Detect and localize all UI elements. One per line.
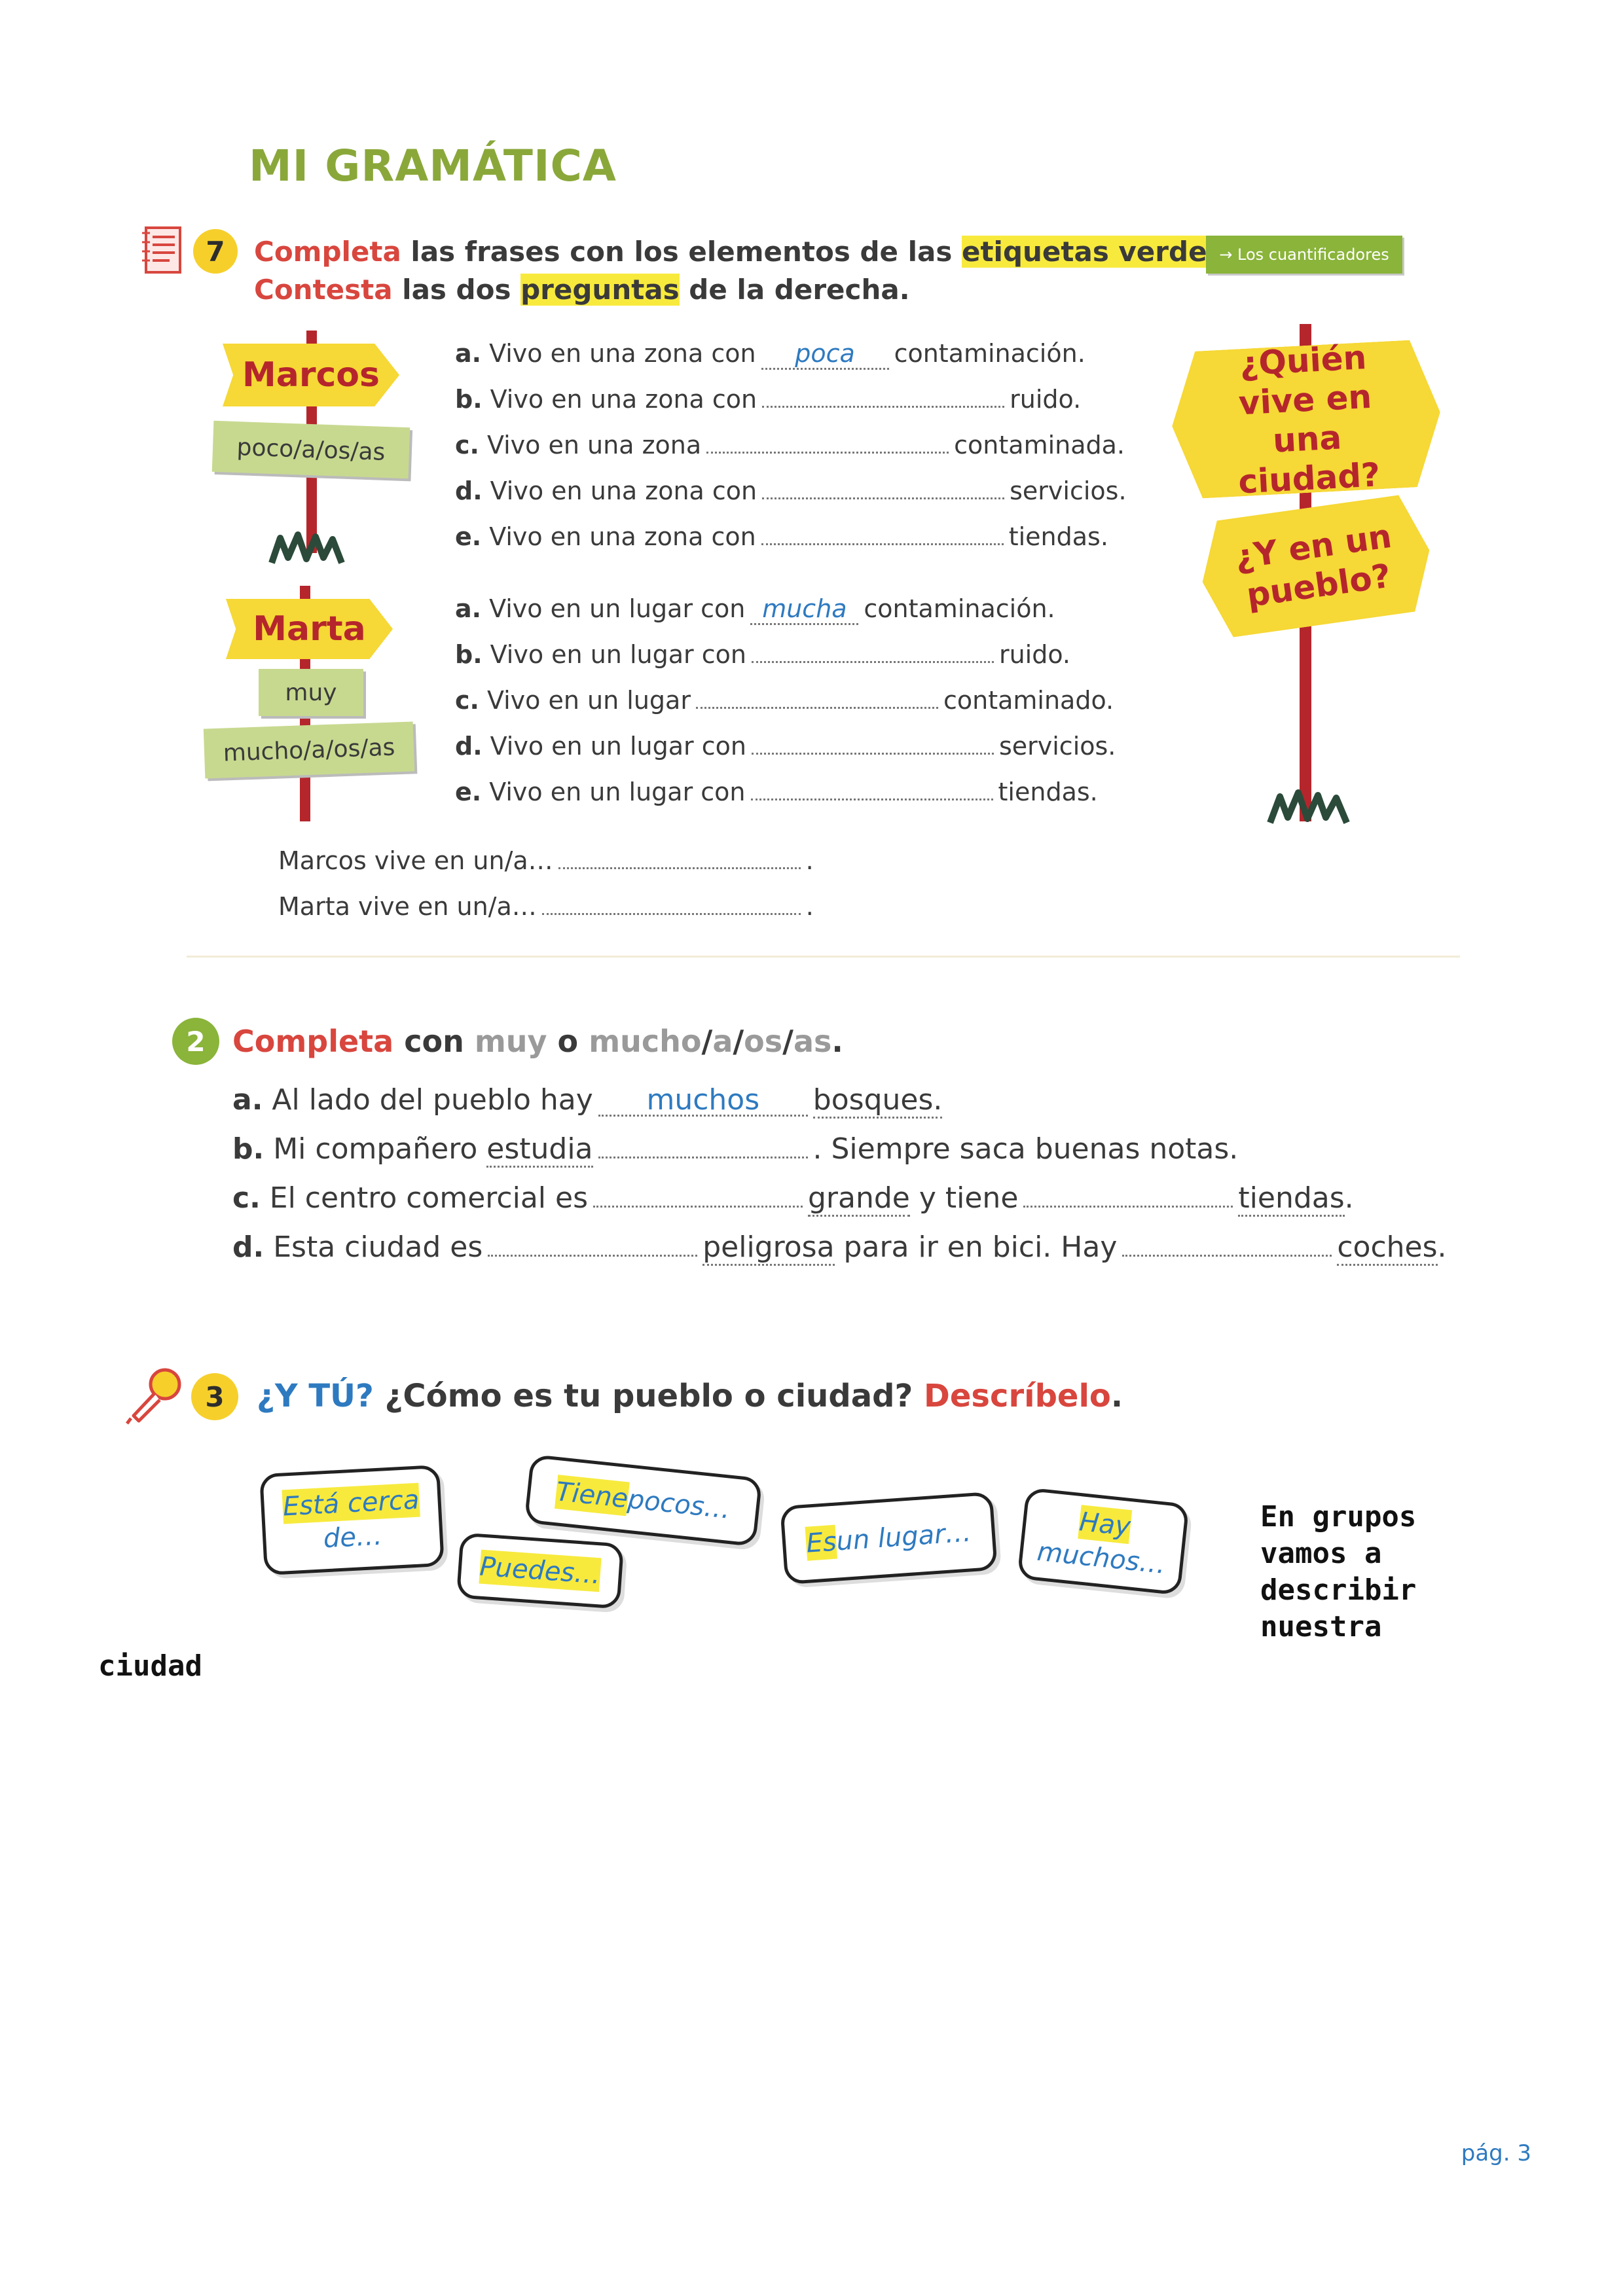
answer-blank[interactable] bbox=[695, 707, 938, 709]
marta-sign: Marta bbox=[226, 599, 393, 659]
exercise-instruction: Completa con muy o mucho/a/os/as. bbox=[232, 1024, 843, 1059]
speech-bubble: Puedes… bbox=[456, 1532, 625, 1609]
marcos-sign: Marcos bbox=[223, 344, 399, 406]
exercise-number-badge: 3 bbox=[191, 1373, 238, 1420]
note-text-tail: ciudad bbox=[98, 1649, 202, 1683]
answer-blank[interactable] bbox=[598, 1157, 808, 1158]
answer-blank[interactable] bbox=[751, 753, 994, 755]
answer-blank[interactable] bbox=[1023, 1206, 1233, 1208]
notebook-icon bbox=[141, 224, 187, 276]
answer-line-marcos: Marcos vive en un/a…. bbox=[278, 846, 814, 875]
answer-blank[interactable] bbox=[558, 867, 801, 869]
question-sign-village: ¿Y en un pueblo? bbox=[1194, 492, 1438, 641]
exercise-instruction: ¿Y TÚ? ¿Cómo es tu pueblo o ciudad? Desc… bbox=[257, 1378, 1123, 1414]
list-item: b.Mi compañero estudia. Siempre saca bue… bbox=[232, 1124, 1447, 1174]
exercise-instruction: Completa las frases con los elementos de… bbox=[254, 236, 1234, 306]
answer-blank[interactable] bbox=[751, 661, 994, 663]
answer-blank[interactable] bbox=[762, 406, 1005, 408]
answer-blank[interactable] bbox=[706, 452, 949, 454]
answer-blank[interactable] bbox=[1122, 1255, 1332, 1257]
page-number: pág. 3 bbox=[1461, 2140, 1531, 2166]
answer-blank[interactable]: muchos bbox=[598, 1086, 808, 1117]
answer-blank[interactable] bbox=[488, 1255, 698, 1257]
answer-blank[interactable] bbox=[750, 798, 993, 800]
answer-blank[interactable] bbox=[762, 497, 1005, 499]
section-title: MI GRAMÁTICA bbox=[249, 141, 617, 191]
exercise-number-badge: 2 bbox=[172, 1018, 219, 1065]
answer-blank[interactable] bbox=[761, 543, 1004, 545]
marta-tag-muy: muy bbox=[259, 669, 363, 716]
section-divider bbox=[187, 956, 1460, 958]
marcos-tag: poco/a/os/as bbox=[211, 420, 410, 479]
exercise-number-badge: 7 bbox=[193, 229, 238, 274]
answer-line-marta: Marta vive en un/a…. bbox=[278, 892, 814, 921]
answer-blank[interactable] bbox=[541, 913, 801, 915]
grass-icon bbox=[1267, 789, 1352, 825]
speech-bubble: Tiene pocos… bbox=[524, 1454, 763, 1547]
answer-blank[interactable]: mucha bbox=[750, 594, 859, 625]
question-sign-city: ¿Quién vive en una ciudad? bbox=[1168, 338, 1444, 499]
marta-tag-mucho: mucho/a/os/as bbox=[203, 721, 415, 779]
microphone-icon bbox=[124, 1365, 187, 1427]
answer-blank[interactable] bbox=[593, 1206, 803, 1208]
speech-bubble: Es un lugar… bbox=[780, 1491, 998, 1585]
grammar-reference-link[interactable]: → Los cuantificadores bbox=[1206, 236, 1402, 274]
note-text: En grupos vamos a describir nuestra bbox=[1260, 1500, 1417, 1643]
grass-icon bbox=[268, 531, 347, 564]
answer-blank[interactable]: poca bbox=[761, 339, 889, 370]
